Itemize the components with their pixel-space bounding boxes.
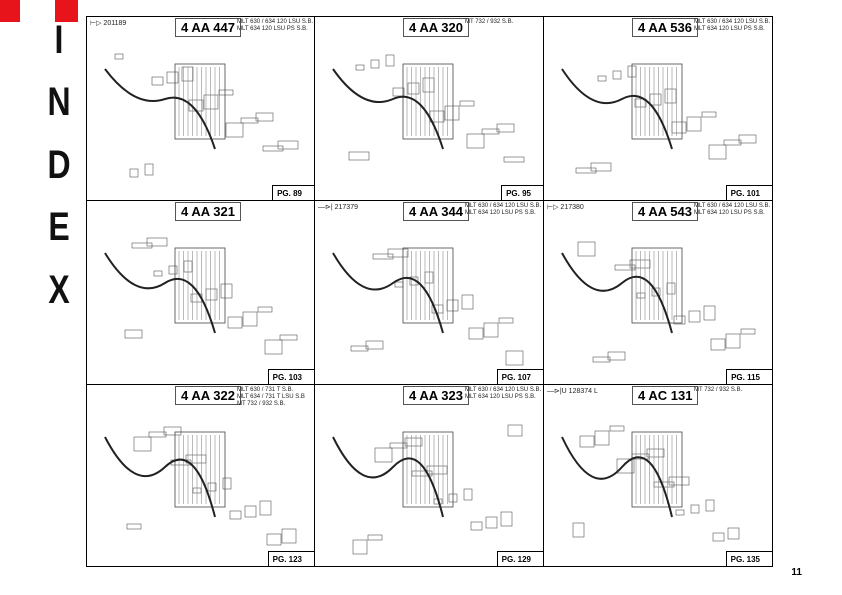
serial-reference: —⊳| 217379 xyxy=(318,204,358,211)
serial-reference: ⊢▷ 217380 xyxy=(547,204,584,211)
index-letter: N xyxy=(47,80,71,124)
part-group-code: 4 AA 344 xyxy=(403,202,469,221)
part-group-code: 4 AA 536 xyxy=(632,18,698,37)
exploded-parts-diagram xyxy=(104,237,298,355)
model-list: MLT 630 / 634 120 LSU S.B.MLT 634 120 LS… xyxy=(465,387,541,401)
model-name: MLT 630 / 634 120 LSU S.B. xyxy=(694,19,771,25)
part-group-code: 4 AA 447 xyxy=(175,18,241,37)
index-letter: X xyxy=(48,268,70,312)
part-group-code: 4 AA 543 xyxy=(632,202,698,221)
serial-reference: —⊳|U 128374 L xyxy=(547,388,598,395)
model-name: MLT 634 120 LSU PS S.B. xyxy=(237,26,308,32)
page-reference-link[interactable]: PG. 107 xyxy=(496,369,543,384)
exploded-parts-diagram xyxy=(332,54,525,163)
model-name: MT 732 / 932 S.B. xyxy=(694,387,743,393)
part-group-code: 4 AA 322 xyxy=(175,386,241,405)
index-letter: D xyxy=(47,143,71,187)
page-number: 11 xyxy=(791,567,802,578)
exploded-parts-diagram xyxy=(332,424,523,555)
exploded-parts-diagram xyxy=(332,247,524,366)
page-reference-link[interactable]: PG. 95 xyxy=(501,185,543,200)
model-list: MLT 630 / 634 120 LSU S.B.MLT 634 120 LS… xyxy=(694,203,770,217)
model-list: MT 732 / 932 S.B. xyxy=(465,19,513,26)
exploded-parts-diagram xyxy=(104,426,297,546)
model-list: MT 732 / 932 S.B. xyxy=(694,387,742,394)
page-reference-link[interactable]: PG. 123 xyxy=(267,551,314,566)
model-name: MLT 630 / 731 T S.B. xyxy=(237,387,294,393)
model-name: MLT 630 / 634 120 LSU S.B. xyxy=(465,387,542,393)
page-reference-link[interactable]: PG. 129 xyxy=(496,551,543,566)
exploded-parts-diagram xyxy=(104,53,299,178)
index-letter: I xyxy=(54,18,64,62)
exploded-parts-diagram xyxy=(561,241,756,363)
model-name: MT 732 / 932 S.B. xyxy=(465,19,514,25)
exploded-parts-diagram xyxy=(561,63,757,174)
model-list: MLT 630 / 731 T S.B.MLT 634 / 731 T LSU … xyxy=(237,387,305,408)
page-reference-link[interactable]: PG. 89 xyxy=(272,185,314,200)
red-tab-marker xyxy=(55,0,78,22)
part-group-code: 4 AA 321 xyxy=(175,202,241,221)
model-name: MLT 634 120 LSU PS S.B. xyxy=(694,210,765,216)
index-letter: E xyxy=(48,205,70,249)
model-name: MLT 630 / 634 120 LSU S.B. xyxy=(694,203,771,209)
model-name: MLT 634 120 LSU PS S.B. xyxy=(465,210,536,216)
page-reference-link[interactable]: PG. 103 xyxy=(267,369,314,384)
model-name: MLT 634 120 LSU PS S.B. xyxy=(694,26,765,32)
model-list: MLT 630 / 634 120 LSU S.B.MLT 634 120 LS… xyxy=(237,19,313,33)
model-name: MLT 634 120 LSU PS S.B. xyxy=(465,394,536,400)
model-name: MLT 634 / 731 T LSU S.B xyxy=(237,394,305,400)
red-tab-marker xyxy=(0,0,20,22)
model-name: MLT 630 / 634 120 LSU S.B. xyxy=(237,19,314,25)
part-group-code: 4 AC 131 xyxy=(632,386,699,405)
model-name: MT 732 / 932 S.B. xyxy=(237,401,286,407)
model-list: MLT 630 / 634 120 LSU S.B.MLT 634 120 LS… xyxy=(694,19,770,33)
part-group-code: 4 AA 320 xyxy=(403,18,469,37)
part-group-code: 4 AA 323 xyxy=(403,386,469,405)
model-name: MLT 630 / 634 120 LSU S.B. xyxy=(465,203,542,209)
exploded-parts-diagram xyxy=(561,425,740,542)
page-reference-link[interactable]: PG. 101 xyxy=(725,185,772,200)
serial-reference: ⊢▷ 201189 xyxy=(90,20,127,27)
page-reference-link[interactable]: PG. 135 xyxy=(725,551,772,566)
page-reference-link[interactable]: PG. 115 xyxy=(726,369,772,384)
model-list: MLT 630 / 634 120 LSU S.B.MLT 634 120 LS… xyxy=(465,203,541,217)
